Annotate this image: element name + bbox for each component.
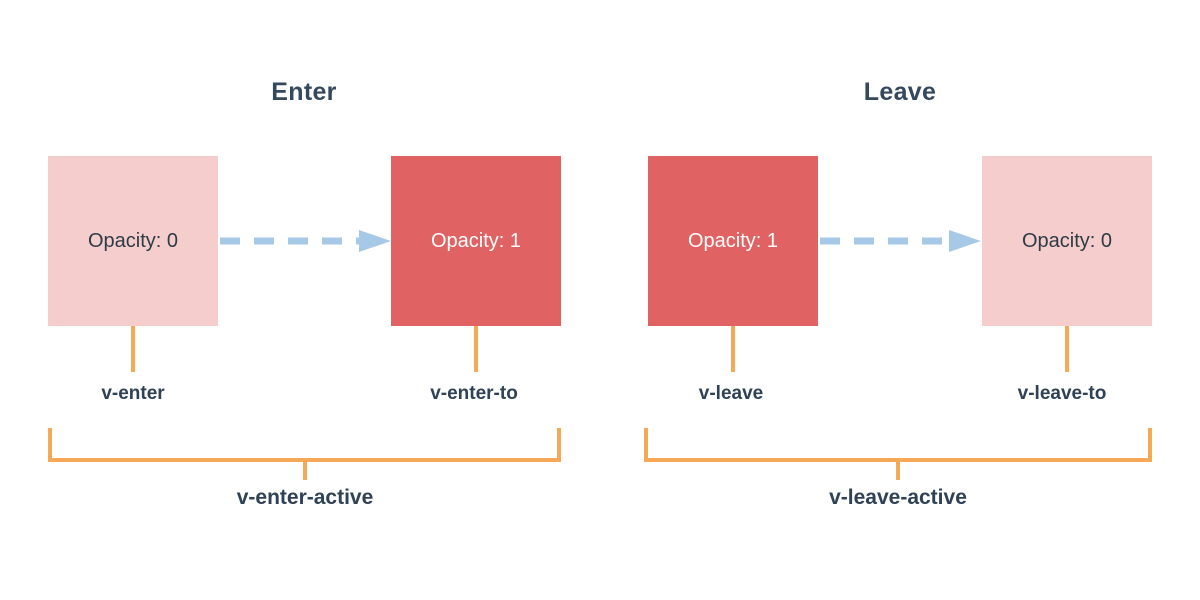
leave-bracket-left-tip	[644, 428, 648, 460]
enter-from-tick	[131, 326, 135, 372]
leave-from-tick	[731, 326, 735, 372]
enter-active-bracket	[48, 428, 561, 462]
leave-bracket-bar	[644, 458, 1152, 462]
enter-from-box: Opacity: 0	[48, 156, 218, 326]
leave-to-tick	[1065, 326, 1069, 372]
enter-from-box-label: Opacity: 0	[87, 229, 179, 252]
enter-to-tick	[474, 326, 478, 372]
leave-to-box: Opacity: 0	[982, 156, 1152, 326]
enter-group-title: Enter	[271, 78, 337, 106]
enter-bracket-bar	[48, 458, 561, 462]
enter-bracket-right-tip	[557, 428, 561, 460]
enter-bracket-stem	[303, 462, 307, 480]
leave-from-box: Opacity: 1	[648, 156, 818, 326]
leave-bracket-stem	[896, 462, 900, 480]
enter-active-class-label: v-enter-active	[236, 486, 374, 509]
enter-to-class-label: v-enter-to	[430, 383, 518, 404]
leave-transition-arrow	[818, 229, 981, 253]
leave-from-box-label: Opacity: 1	[687, 229, 779, 252]
leave-to-class-label: v-leave-to	[1017, 383, 1107, 404]
enter-bracket-left-tip	[48, 428, 52, 460]
enter-transition-arrow	[218, 229, 391, 253]
enter-to-box: Opacity: 1	[391, 156, 561, 326]
enter-to-box-label: Opacity: 1	[430, 229, 522, 252]
leave-group-title: Leave	[863, 78, 937, 106]
leave-bracket-right-tip	[1148, 428, 1152, 460]
enter-from-class-label: v-enter	[101, 383, 165, 404]
leave-active-class-label: v-leave-active	[829, 486, 967, 509]
leave-active-bracket	[644, 428, 1152, 462]
leave-from-class-label: v-leave	[698, 383, 764, 404]
leave-to-box-label: Opacity: 0	[1021, 229, 1113, 252]
